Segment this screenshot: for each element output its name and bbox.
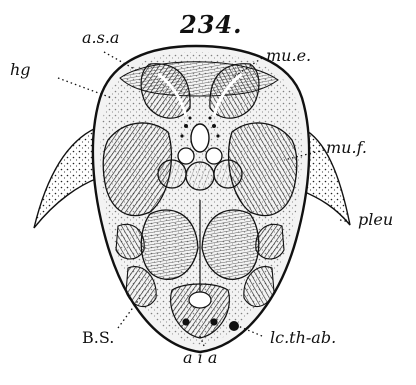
dorsal-vessel — [191, 124, 209, 152]
label-aia: a i a — [183, 350, 217, 366]
thoracic-abdominal-ligament — [229, 321, 239, 331]
label-hg: hg — [10, 62, 31, 78]
label-muf: mu.f. — [326, 140, 367, 156]
label-bs: B.S. — [82, 330, 114, 346]
right-ventral-lobe — [202, 210, 259, 279]
label-mue: mu.e. — [266, 48, 311, 64]
label-pleu: pleu — [358, 212, 393, 228]
figure-number: 234. — [180, 10, 242, 39]
label-lcthab: lc.th-ab. — [270, 330, 336, 346]
label-asa: a.s.a — [82, 30, 119, 46]
left-ventral-lobe — [141, 210, 198, 279]
left-pleural-wing — [34, 128, 98, 228]
